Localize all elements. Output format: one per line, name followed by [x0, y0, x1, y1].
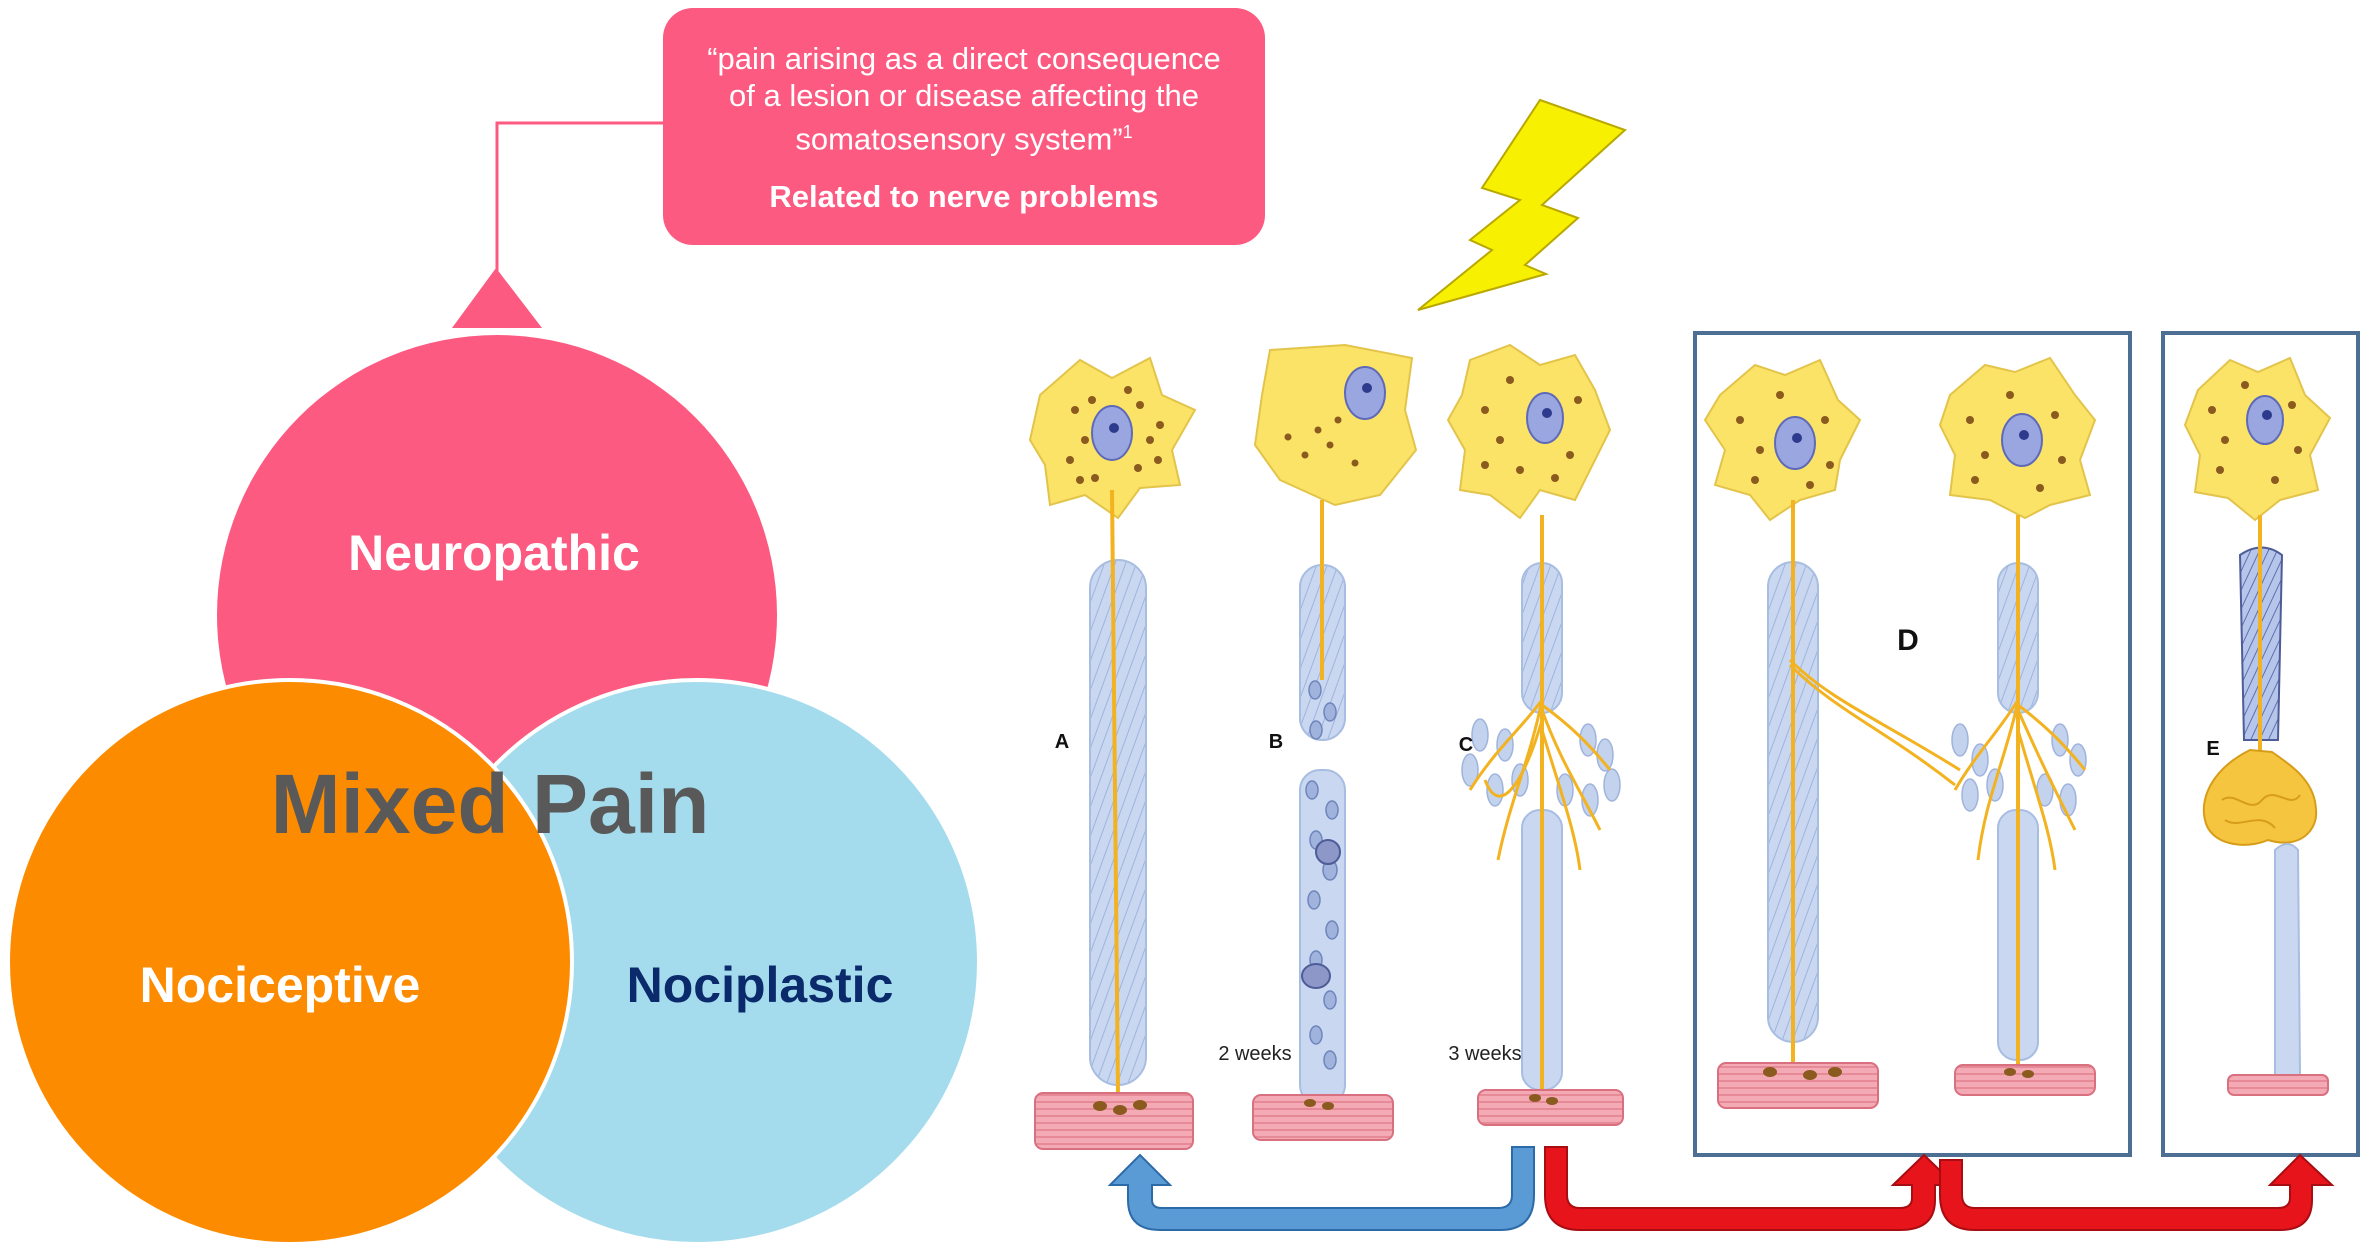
arrow-red-to-d	[1545, 1147, 1955, 1230]
muscle-fiber	[1035, 1093, 1193, 1149]
muscle-fiber	[1955, 1065, 2095, 1095]
label-c: C	[1459, 734, 1473, 756]
neuron-c: C 3 weeks	[1448, 345, 1623, 1125]
definition-callout: “pain arising as a direct consequence of…	[663, 8, 1265, 245]
neuron-d1	[1705, 360, 1960, 1108]
neuropathic-label: Neuropathic	[348, 525, 640, 581]
nociceptive-label: Nociceptive	[140, 957, 421, 1013]
muscle-fiber	[1253, 1095, 1393, 1140]
muscle-fiber	[1478, 1090, 1623, 1125]
definition-quote-text: “pain arising as a direct consequence of…	[707, 41, 1221, 156]
nucleus	[1775, 417, 1815, 469]
arrow-red-to-e	[1940, 1155, 2332, 1230]
cell-body	[1255, 345, 1416, 505]
neuropathic-pointer	[452, 268, 542, 328]
callout-connector	[497, 123, 663, 272]
neuron-b: B 2 weeks	[1218, 345, 1416, 1140]
time-b: 2 weeks	[1218, 1043, 1291, 1065]
time-c: 3 weeks	[1448, 1043, 1521, 1065]
venn-diagram: Neuropathic Mixed Pain Nociceptive Nocip…	[8, 123, 979, 1244]
neuron-d2	[1940, 358, 2095, 1095]
label-e: E	[2206, 738, 2219, 760]
nucleus	[1092, 406, 1132, 460]
label-b: B	[1269, 731, 1283, 753]
muscle-fiber	[2228, 1075, 2328, 1095]
arrow-blue-regeneration	[1110, 1147, 1534, 1230]
label-a: A	[1055, 731, 1069, 753]
myelin-distal-debris	[1300, 770, 1345, 1105]
muscle-fiber	[1718, 1063, 1878, 1108]
footnote-marker: 1	[1123, 122, 1133, 142]
mixed-pain-title: Mixed Pain	[271, 757, 710, 851]
nucleus	[1527, 393, 1563, 443]
label-d: D	[1897, 624, 1919, 657]
definition-quote: “pain arising as a direct consequence of…	[693, 40, 1235, 157]
definition-subtitle: Related to nerve problems	[693, 179, 1235, 215]
nucleus	[2002, 414, 2042, 466]
lightning-icon	[1418, 100, 1625, 310]
neuron-a: A	[1030, 358, 1195, 1149]
nucleus	[2247, 396, 2283, 444]
nucleus	[1345, 367, 1385, 419]
distal-stump	[2275, 844, 2300, 1075]
neuron-e: E	[2185, 358, 2330, 1095]
nociplastic-label: Nociplastic	[627, 957, 894, 1013]
